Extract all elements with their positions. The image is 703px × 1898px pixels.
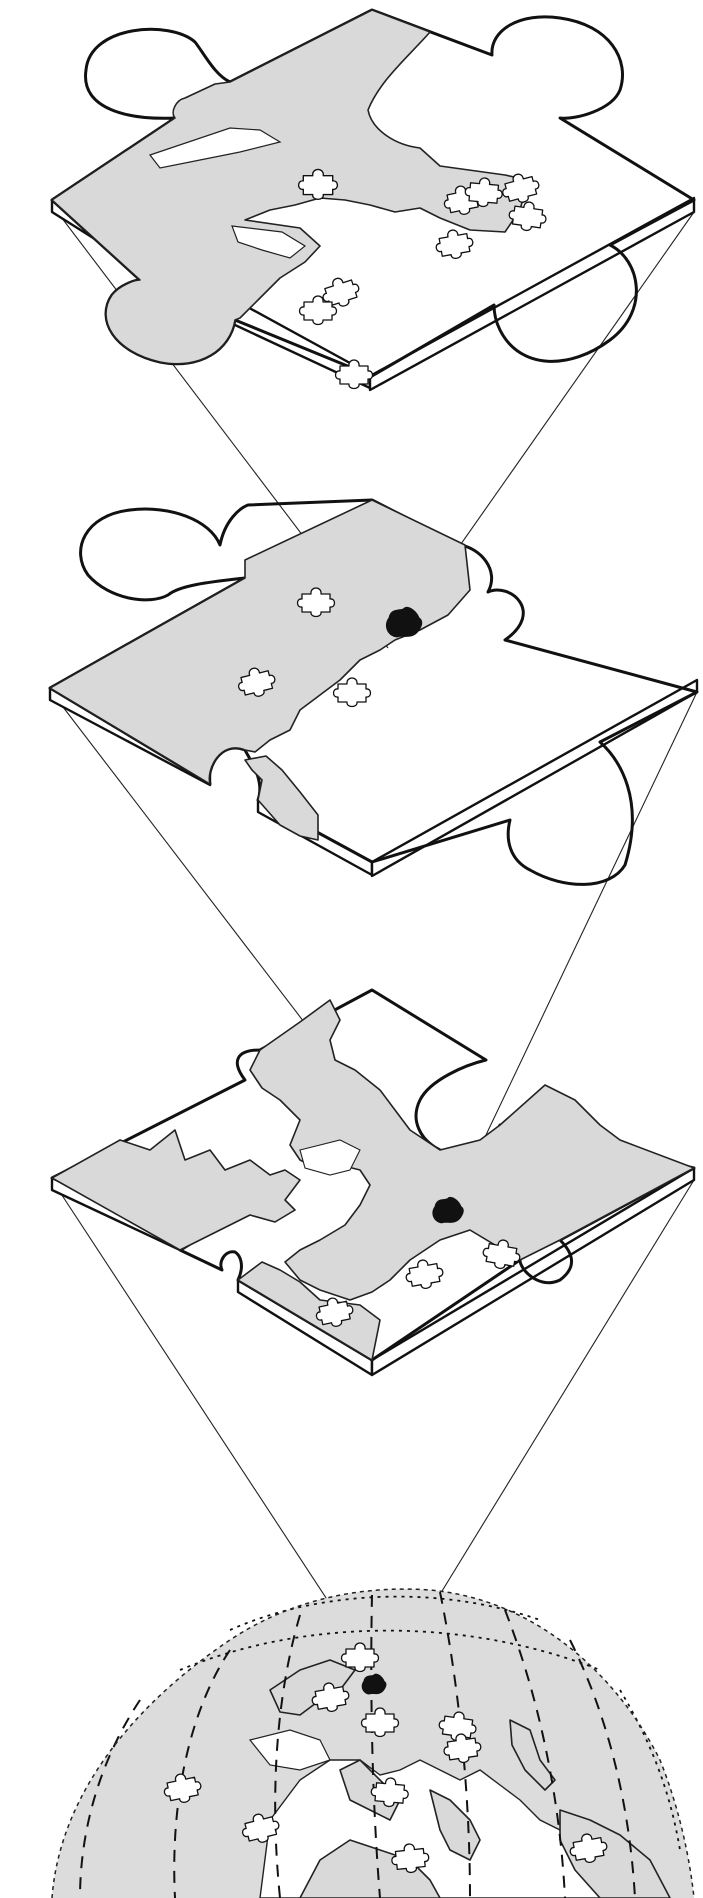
projection-lines xyxy=(50,205,697,1668)
top-puzzle-layer xyxy=(52,10,694,390)
puzzle-piece-icon xyxy=(434,227,475,261)
second-puzzle-layer xyxy=(50,500,697,884)
puzzle-piece-icon xyxy=(334,678,371,707)
puzzle-piece-icon xyxy=(404,1257,445,1291)
globe-europe xyxy=(52,1589,694,1898)
third-puzzle-layer xyxy=(52,990,694,1375)
